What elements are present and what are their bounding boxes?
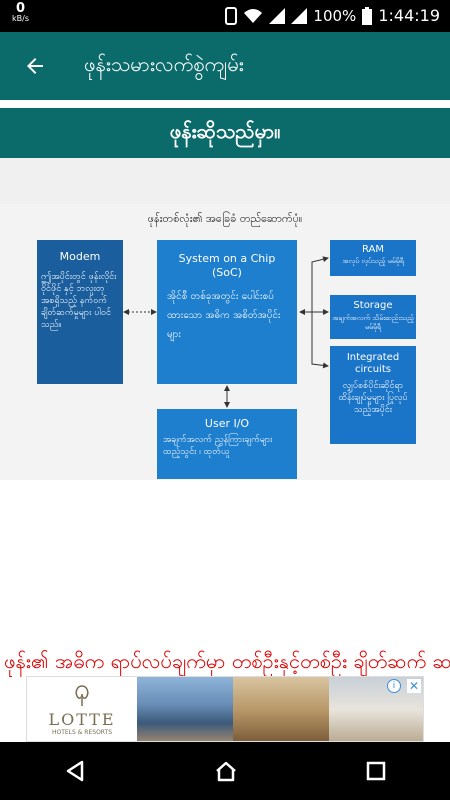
content-blank	[0, 480, 450, 648]
content-top-strip	[0, 158, 450, 204]
phone-icon	[225, 6, 238, 25]
storage-body: အချက်အလက် သိမ်းဆည်းသည့် မမ်မိုရီ	[332, 313, 414, 331]
storage-title: Storage	[353, 300, 393, 311]
lotte-emblem-icon	[75, 685, 89, 706]
section-title: ဖုန်းဆိုသည်မှာ။	[169, 119, 281, 143]
ad-info-icon[interactable]: i	[387, 679, 401, 693]
ad-close-icon[interactable]: ✕	[407, 679, 421, 693]
network-speed-unit: kB/s	[12, 14, 29, 23]
ram-box: RAM အလုပ် လုပ်သည့် မမ်မိုရီ	[330, 240, 416, 276]
integrated-title: Integrated circuits	[346, 352, 400, 375]
content-area[interactable]: ဖုန်းတစ်လုံး၏ အခြေခံ တည်ဆောက်ပုံ။ Modem …	[0, 158, 450, 648]
status-bar: 0 kB/s 100% 1:44:19	[0, 0, 450, 32]
app-bar: ဖုန်းသမားလက်စွဲကျမ်း	[0, 32, 450, 100]
integrated-body: လျှပ်စစ်ပိုင်းဆိုင်ရာ ထိန်းချုပ်မှုများ …	[338, 381, 408, 416]
back-arrow-icon	[27, 58, 43, 74]
ad-image[interactable]	[137, 677, 423, 741]
soc-box: System on a Chip (SoC) အိုင်စီ တစ်ခုအတွင…	[157, 240, 297, 384]
nav-recents-icon[interactable]	[366, 761, 386, 781]
ram-body: အလုပ် လုပ်သည့် မမ်မိုရီ	[342, 256, 404, 265]
app-title: ဖုန်းသမားလက်စွဲကျမ်း	[84, 52, 244, 76]
article-text: ဖုန်း၏ အဓိက ရာပ်လပ်ချက်မှာ တစ်ဦးနှင့်တစ်…	[4, 649, 450, 673]
battery-icon	[362, 6, 373, 25]
modem-title: Modem	[59, 250, 101, 263]
battery-percent: 100%	[313, 6, 357, 25]
ad-logo[interactable]: LOTTE HOTELS & RESORTS	[27, 677, 137, 741]
status-icons: 100% 1:44:19	[225, 6, 440, 25]
ad-brand: LOTTE	[48, 710, 116, 729]
storage-box: Storage အချက်အလက် သိမ်းဆည်းသည့် မမ်မိုရီ	[330, 295, 416, 339]
ad-brand-sub: HOTELS & RESORTS	[51, 729, 113, 736]
user-io-box: User I/O အချက်အလက် ညွှန်ကြားချက်များ ထည့…	[157, 409, 297, 479]
nav-back-icon[interactable]	[64, 760, 86, 782]
signal-icon-2	[291, 7, 308, 24]
network-speed-value: 0	[15, 1, 26, 16]
network-speed: 0 kB/s	[12, 2, 29, 23]
soc-title: System on a Chip (SoC)	[178, 252, 276, 280]
ad-banner[interactable]: LOTTE HOTELS & RESORTS i ✕	[26, 676, 424, 742]
integrated-circuits-box: Integrated circuits လျှပ်စစ်ပိုင်းဆိုင်ရ…	[330, 346, 416, 444]
nav-home-icon[interactable]	[214, 760, 238, 782]
phone-structure-diagram: ဖုန်းတစ်လုံး၏ အခြေခံ တည်ဆောက်ပုံ။ Modem …	[0, 204, 450, 480]
soc-body: အိုင်စီ တစ်ခုအတွင်း ပေါင်းစပ်ထားသော အဓိက…	[167, 290, 281, 340]
userio-body: အချက်အလက် ညွှန်ကြားချက်များ ထည့်သွင်း ၊ …	[163, 434, 273, 457]
ad-photo-hotel	[137, 677, 233, 741]
ad-photo-lobby	[233, 677, 329, 741]
section-header: ဖုန်းဆိုသည်မှာ။	[0, 108, 450, 158]
modem-box: Modem ဤအပိုင်းတွင် ဖုန်းလိုင်း ဝိုင်ဖိုင…	[37, 240, 123, 384]
diagram-arrows	[123, 256, 329, 408]
clock: 1:44:19	[378, 6, 440, 25]
userio-title: User I/O	[204, 417, 250, 430]
system-nav-bar	[0, 742, 450, 800]
back-button[interactable]	[0, 32, 70, 100]
ram-title: RAM	[361, 244, 384, 255]
modem-body: ဤအပိုင်းတွင် ဖုန်းလိုင်း ဝိုင်ဖိုင် နှင့…	[41, 271, 117, 331]
wifi-icon	[244, 8, 263, 23]
signal-icon	[269, 7, 286, 24]
diagram-title: ဖုန်းတစ်လုံး၏ အခြေခံ တည်ဆောက်ပုံ။	[147, 212, 303, 225]
